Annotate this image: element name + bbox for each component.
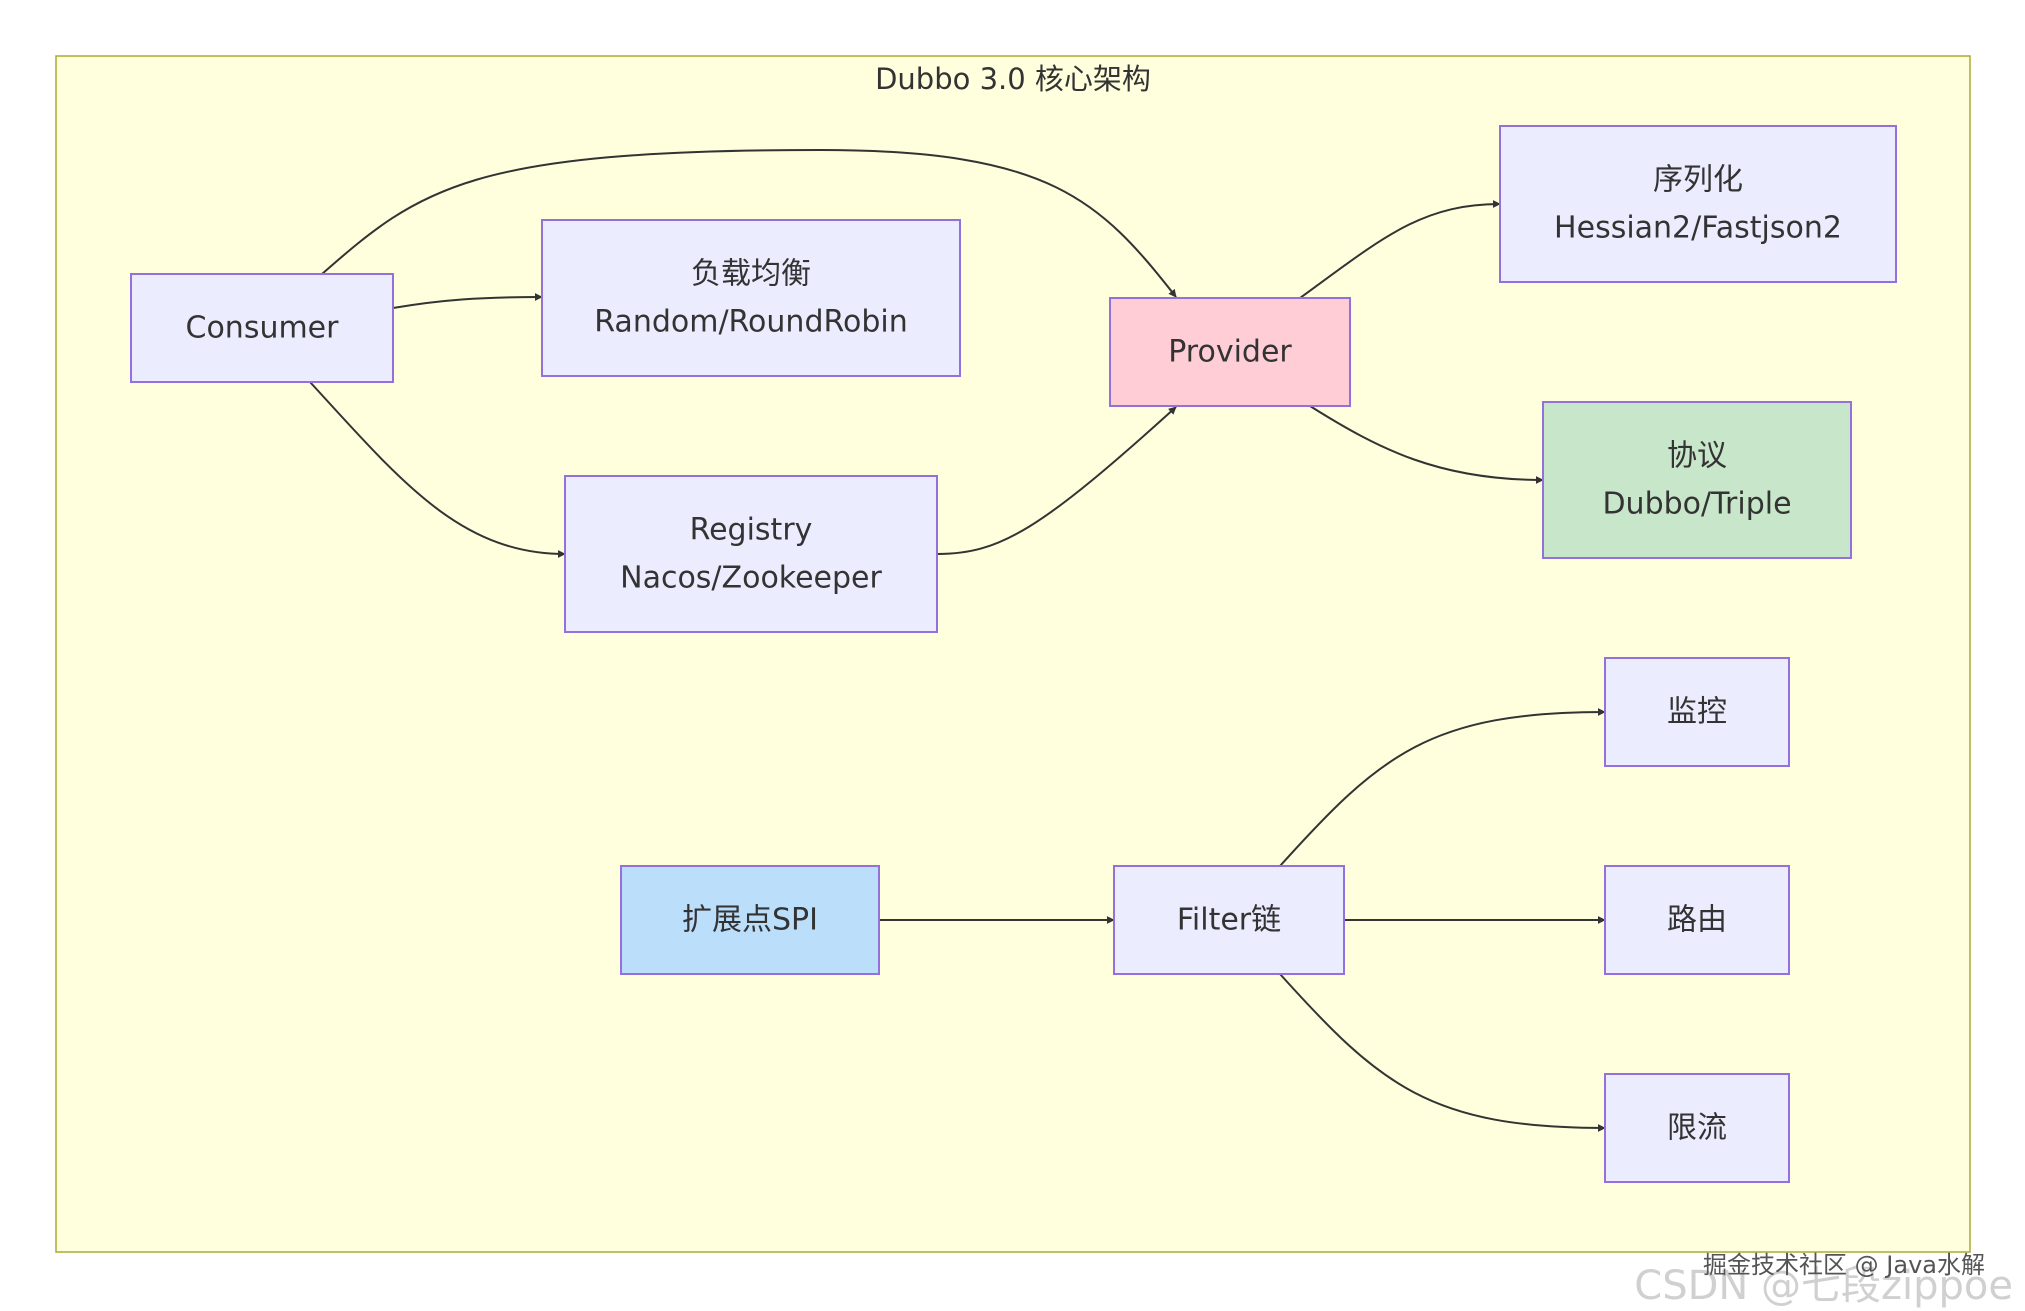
node-label-protocol-1: Dubbo/Triple: [1602, 487, 1791, 522]
edge-consumer-provider: [321, 148, 1177, 298]
nodes-layer: Consumer 负载均衡 Random/RoundRobinRegistryNac…: [130, 125, 1897, 1183]
node-spi: 扩展点SPI: [620, 865, 880, 975]
node-box-spi: [620, 865, 880, 975]
node-box-ratelimit: [1604, 1073, 1790, 1183]
node-label-registry-1: Nacos/Zookeeper: [620, 561, 882, 596]
node-monitor: 监控: [1604, 657, 1790, 767]
node-label-loadbalance-0: 负载均衡: [691, 257, 811, 292]
edge-provider-protocol: [1309, 405, 1544, 484]
watermark: CSDN @七段zippoe 掘金技术社区 @ Java水解: [1553, 1235, 2013, 1309]
node-label-serialization-1: Hessian2/Fastjson2: [1554, 211, 1842, 246]
node-box-consumer: [130, 273, 394, 383]
watermark-juejin: 掘金技术社区 @ Java水解: [1703, 1251, 1985, 1279]
node-label-spi-0: 扩展点SPI: [682, 903, 818, 938]
edge-consumer-loadbalance: [392, 293, 543, 309]
edge-filter-monitor: [1279, 708, 1606, 867]
node-ratelimit: 限流: [1604, 1073, 1790, 1183]
watermark-csdn: CSDN @七段zippoe: [1634, 1263, 2013, 1309]
node-label-route-0: 路由: [1667, 903, 1727, 938]
node-box-registry: [564, 475, 938, 633]
edge-registry-provider: [936, 406, 1177, 555]
node-label-ratelimit-0: 限流: [1667, 1111, 1727, 1146]
node-loadbalance: 负载均衡 Random/RoundRobin: [541, 219, 961, 377]
node-label-loadbalance-1: Random/RoundRobin: [594, 305, 907, 340]
node-box-filter: [1113, 865, 1345, 975]
edge-provider-serialization: [1299, 200, 1501, 299]
node-provider: Provider: [1109, 297, 1351, 407]
node-box-loadbalance: [541, 219, 961, 377]
node-label-monitor-0: 监控: [1667, 695, 1727, 730]
node-label-filter-0: Filter链: [1177, 903, 1281, 938]
node-protocol: 协议 Dubbo/Triple: [1542, 401, 1852, 559]
node-label-protocol-0: 协议: [1667, 439, 1727, 474]
edges-layer: [309, 148, 1606, 1132]
node-box-protocol: [1542, 401, 1852, 559]
node-box-serialization: [1499, 125, 1897, 283]
edge-filter-ratelimit: [1279, 973, 1606, 1132]
node-label-serialization-0: 序列化: [1653, 163, 1743, 198]
node-box-provider: [1109, 297, 1351, 407]
node-filter: Filter链: [1113, 865, 1345, 975]
node-box-route: [1604, 865, 1790, 975]
node-box-monitor: [1604, 657, 1790, 767]
node-label-registry-0: Registry: [690, 513, 813, 548]
node-label-consumer-0: Consumer: [186, 311, 340, 346]
edge-consumer-registry: [309, 381, 566, 558]
diagram-title: Dubbo 3.0 核心架构: [875, 62, 1151, 96]
node-route: 路由: [1604, 865, 1790, 975]
node-consumer: Consumer: [130, 273, 394, 383]
node-label-provider-0: Provider: [1168, 335, 1292, 370]
node-serialization: 序列化 Hessian2/Fastjson2: [1499, 125, 1897, 283]
